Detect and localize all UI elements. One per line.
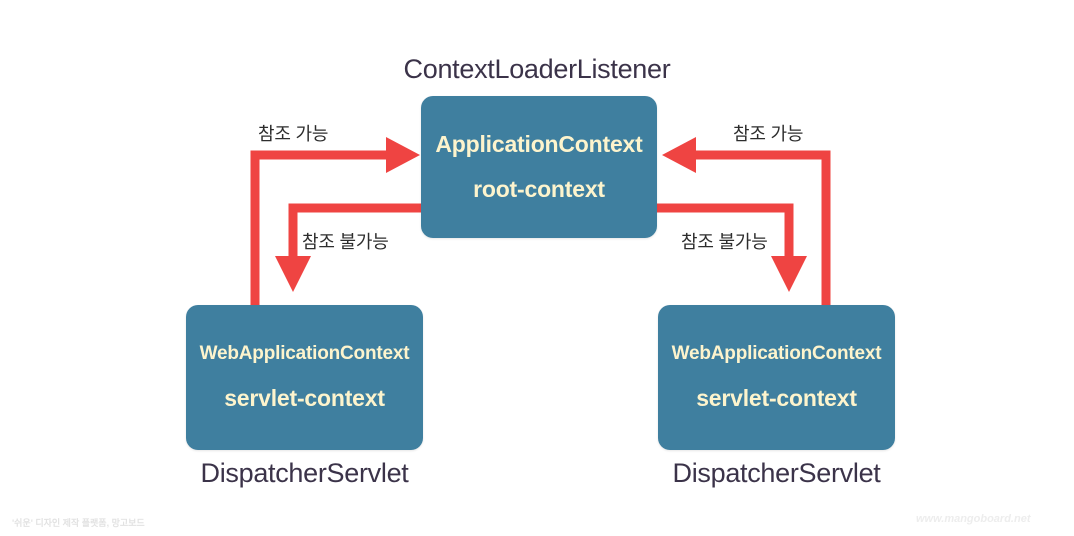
box-servlet-context-left[interactable]: WebApplicationContext servlet-context	[186, 305, 423, 450]
arrow-ref-no-left	[275, 203, 425, 292]
box-servlet-context-left-type: WebApplicationContext	[199, 343, 410, 364]
context-loader-listener-caption: ContextLoaderListener	[403, 54, 671, 84]
box-servlet-context-left-name: servlet-context	[224, 385, 385, 411]
box-servlet-context-right-type: WebApplicationContext	[671, 343, 882, 364]
box-root-context-name: root-context	[473, 176, 605, 202]
box-servlet-context-right[interactable]: WebApplicationContext servlet-context	[658, 305, 895, 450]
arrow-ref-ok-right	[662, 137, 831, 305]
box-servlet-context-right-name: servlet-context	[696, 385, 857, 411]
arrow-label-ref-no-left: 참조 불가능	[302, 232, 389, 252]
arrow-ref-no-right	[657, 203, 807, 292]
dispatcher-servlet-caption-left: DispatcherServlet	[200, 458, 409, 488]
arrow-ref-ok-left	[250, 137, 420, 305]
dispatcher-servlet-caption-right: DispatcherServlet	[672, 458, 881, 488]
box-root-context[interactable]: ApplicationContext root-context	[421, 96, 657, 238]
box-root-context-type: ApplicationContext	[435, 131, 643, 157]
watermark-right: www.mangoboard.net	[916, 513, 1031, 525]
arrow-label-ref-ok-left: 참조 가능	[258, 124, 329, 144]
arrow-label-ref-ok-right: 참조 가능	[733, 124, 804, 144]
watermark-left: '쉬운' 디자인 제작 플랫폼, 망고보드	[12, 518, 145, 528]
arrow-label-ref-no-right: 참조 불가능	[681, 232, 768, 252]
